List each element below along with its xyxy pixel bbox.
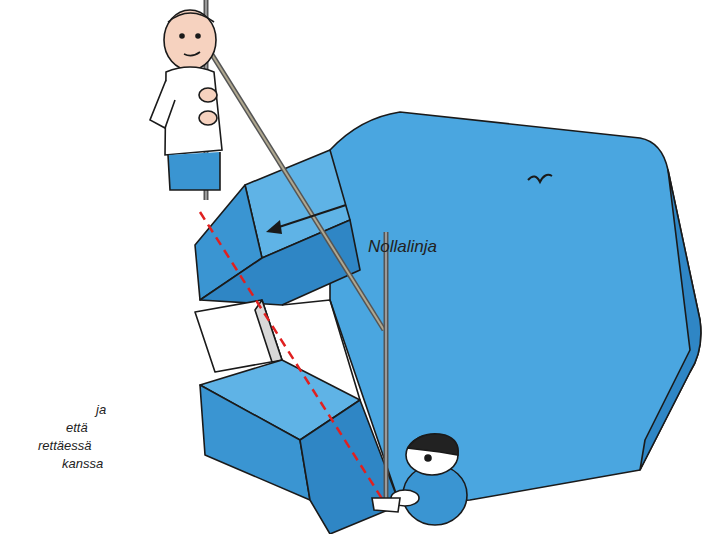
pit-wall bbox=[255, 300, 282, 362]
right-pole bbox=[384, 232, 389, 505]
label-arrowhead bbox=[266, 220, 282, 234]
label-arrow bbox=[276, 205, 346, 228]
right-pole-core bbox=[385, 232, 387, 505]
cropped-note-text: että bbox=[66, 420, 88, 435]
upper-step-side bbox=[200, 220, 360, 305]
cropped-note-text: kanssa bbox=[62, 456, 103, 471]
mat-top-face bbox=[330, 112, 701, 505]
cropped-note-text: rettäessä bbox=[38, 438, 91, 453]
zero-line-label: Nollalinja bbox=[368, 237, 437, 257]
boy-figure bbox=[150, 10, 222, 190]
mat-side-face bbox=[640, 170, 701, 470]
bird-mark bbox=[528, 175, 552, 182]
cropped-note-text: ja bbox=[96, 402, 106, 417]
front-edge bbox=[282, 300, 360, 400]
lower-step-front bbox=[200, 385, 310, 500]
diagonal-pole bbox=[206, 45, 384, 330]
zero-line bbox=[200, 212, 386, 505]
pit bbox=[195, 300, 282, 372]
diagonal-pole-core bbox=[206, 45, 384, 330]
badger-figure bbox=[372, 434, 467, 525]
